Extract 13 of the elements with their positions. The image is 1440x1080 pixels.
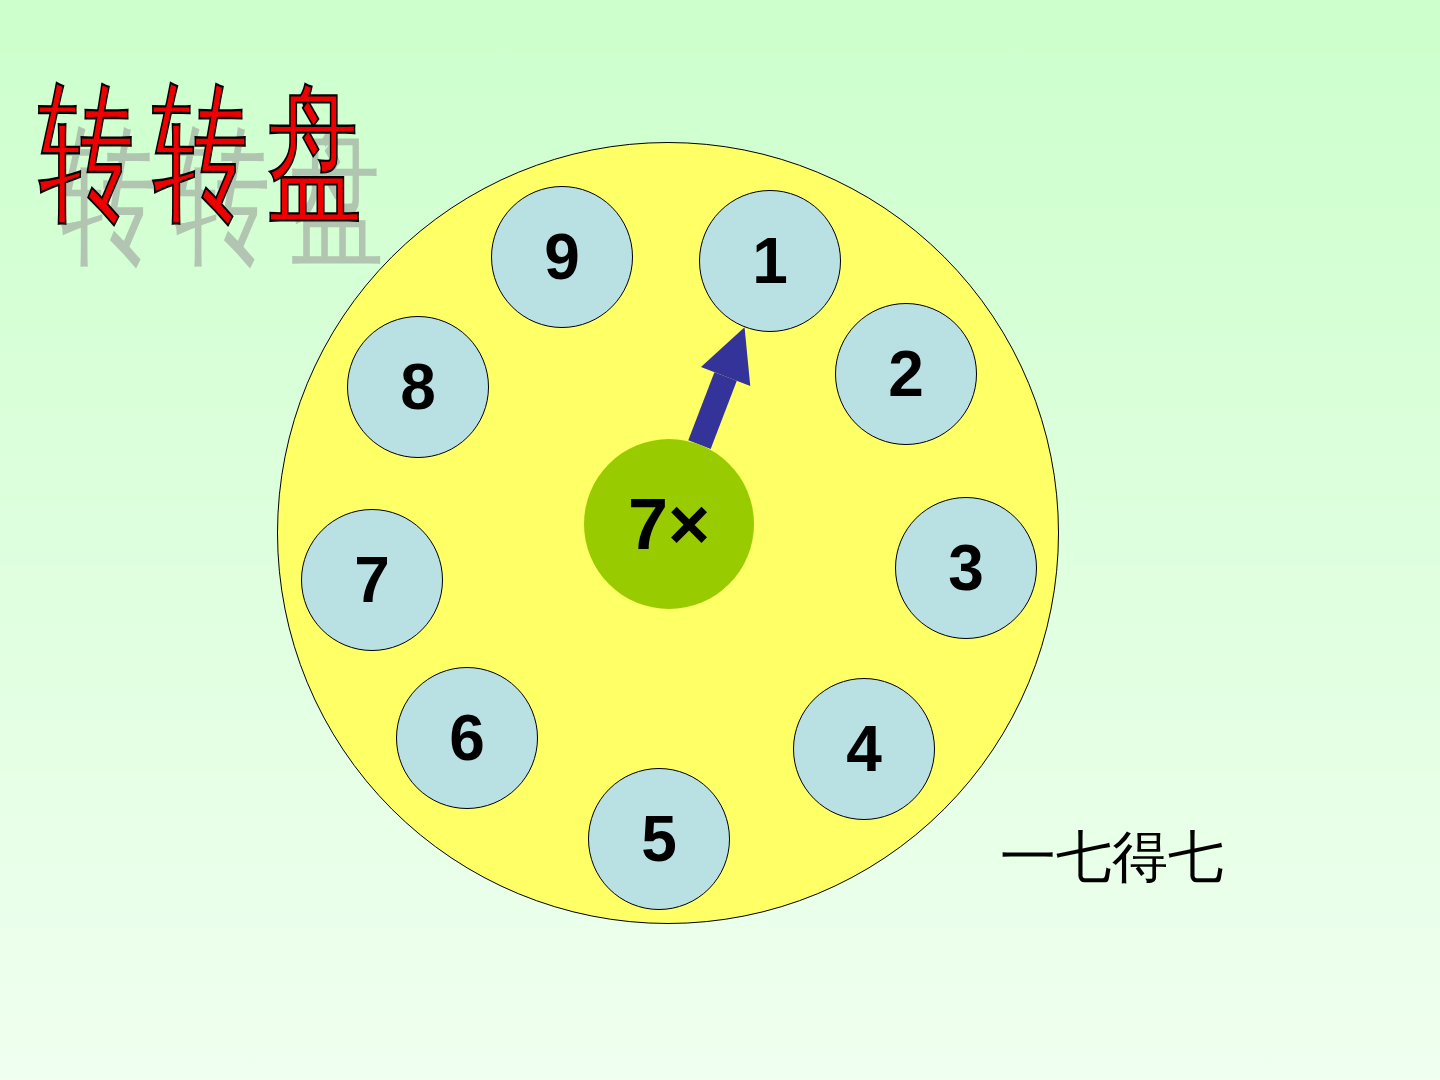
multiplication-rhyme: 一七得七 (1000, 826, 1224, 888)
number-circle: 1 (699, 190, 841, 332)
number-circle: 5 (588, 768, 730, 910)
number-circle: 4 (793, 678, 935, 820)
number-circle: 8 (347, 316, 489, 458)
number-circle: 6 (396, 667, 538, 809)
number-circle: 2 (835, 303, 977, 445)
arrow (688, 327, 751, 449)
number-circle: 9 (491, 186, 633, 328)
number-circle: 7 (301, 509, 443, 651)
center-circle: 7× (584, 439, 754, 609)
title: 转转盘 (38, 78, 380, 227)
number-circle: 3 (895, 497, 1037, 639)
